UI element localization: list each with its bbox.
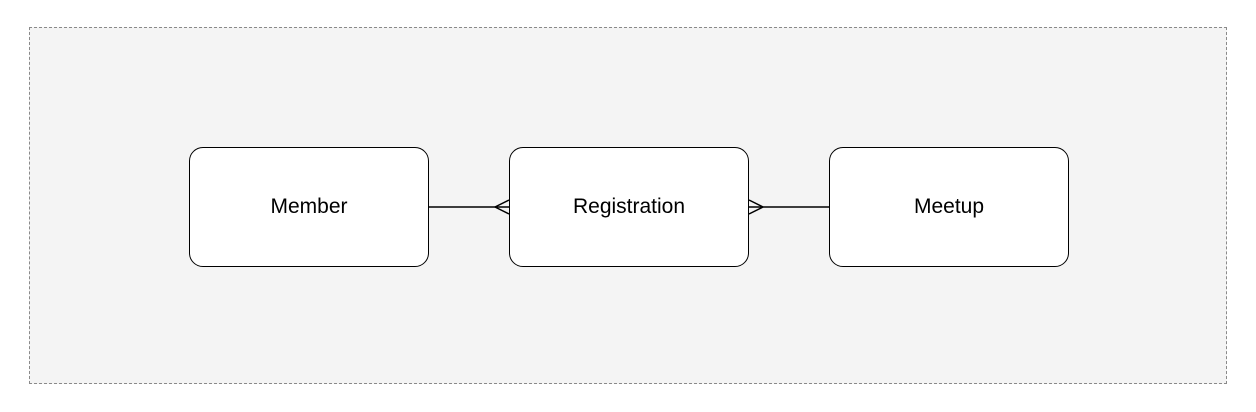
entity-label: Member xyxy=(270,195,348,218)
entity-label: Registration xyxy=(572,195,686,218)
entity-member[interactable]: Member xyxy=(189,147,429,267)
entity-registration[interactable]: Registration xyxy=(509,147,749,267)
entity-meetup[interactable]: Meetup xyxy=(829,147,1069,267)
entity-label: Meetup xyxy=(913,195,985,218)
